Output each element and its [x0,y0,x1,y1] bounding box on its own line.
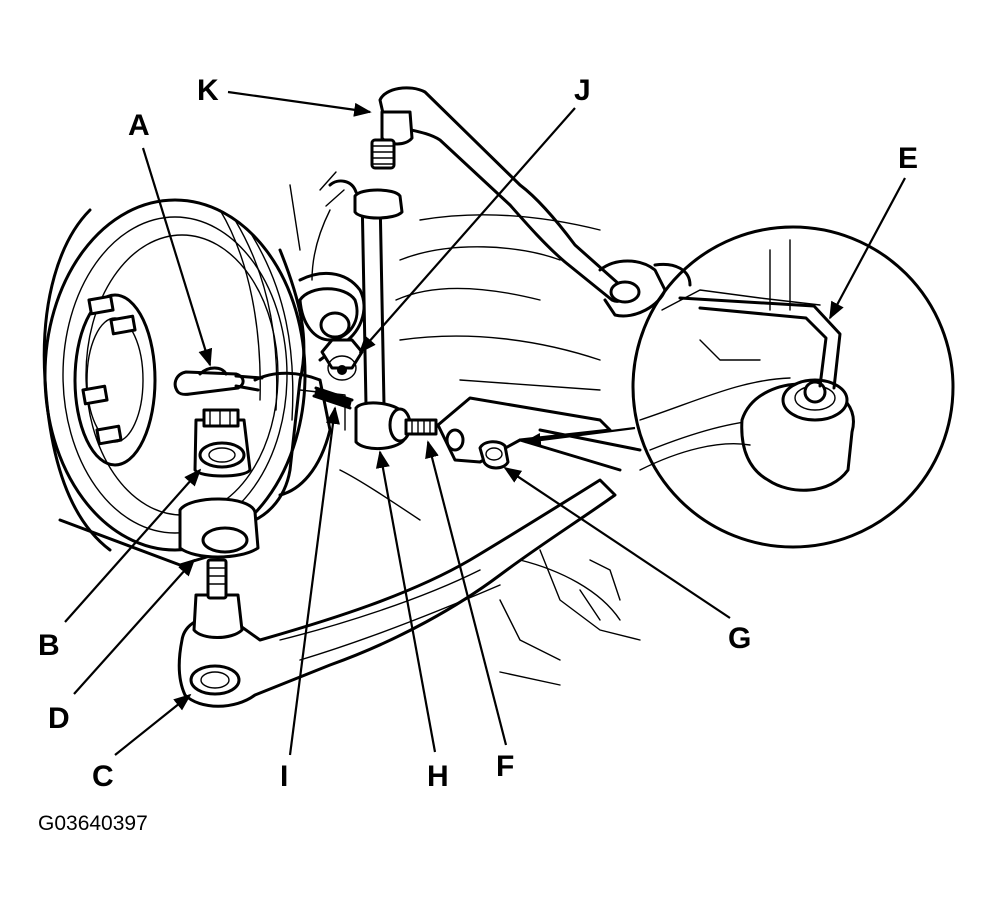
leader-i [288,406,340,756]
stabilizer-bar-end [436,396,642,472]
leader-k [227,90,372,117]
callout-f: F [496,750,514,783]
callout-k: K [197,74,219,107]
leader-b [64,468,202,623]
leader-d [73,558,196,695]
leader-e [829,177,906,320]
leader-f [425,440,508,746]
steering-knuckle [238,184,366,527]
callout-labels: K J A E B D C I H F G [38,74,918,793]
leader-inset [523,426,636,447]
leader-j [358,107,576,354]
callout-i: I [280,760,288,793]
lower-knuckle-boss [178,497,260,559]
detail-inset [631,225,955,549]
cotter-pin [173,366,264,396]
upper-knuckle-boss [193,408,252,478]
leader-c [114,693,192,756]
leader-h [375,450,437,753]
brake-disc-hub [42,198,307,567]
callout-b: B [38,629,60,662]
figure-id: G03640397 [38,812,148,835]
leader-g [503,467,731,619]
subframe-outline [339,214,641,686]
callout-e: E [898,142,918,175]
lower-control-arm [177,478,621,708]
leader-lines [64,90,906,756]
callout-c: C [92,760,114,793]
callout-j: J [574,74,591,107]
tie-rod [370,86,692,318]
callout-h: H [427,760,449,793]
callout-a: A [128,109,150,142]
leader-a [141,147,213,367]
callout-g: G [728,622,751,655]
callout-d: D [48,702,70,735]
stabilizer-link [312,171,438,450]
